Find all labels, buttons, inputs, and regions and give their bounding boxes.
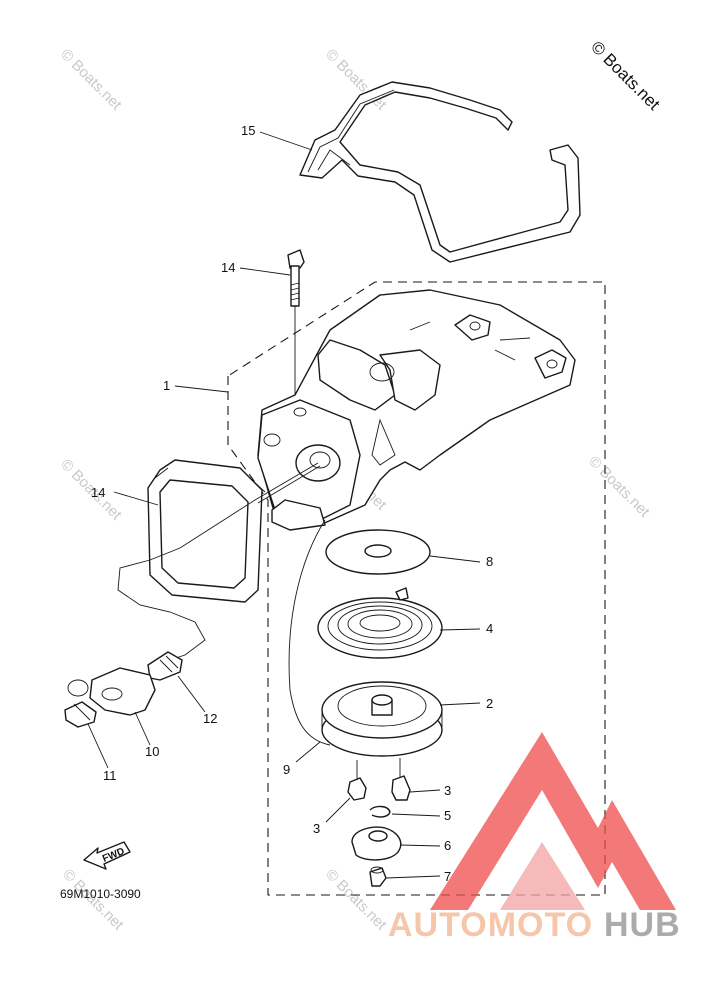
part-11-clip bbox=[64, 701, 97, 728]
assembly-group-outline bbox=[227, 281, 606, 896]
part-10-starter-handle bbox=[67, 667, 156, 716]
callout-15: 15 bbox=[241, 123, 255, 138]
callout-3-left: 3 bbox=[313, 821, 320, 836]
part-12-rope-guide bbox=[147, 651, 183, 681]
callout-4: 4 bbox=[486, 621, 493, 636]
callout-7: 7 bbox=[444, 869, 451, 884]
fwd-label: FWD bbox=[101, 846, 126, 865]
copyright-text: © Boats.net bbox=[587, 37, 664, 114]
part-1-starter-housing bbox=[257, 289, 576, 531]
fwd-arrow-icon: FWD bbox=[83, 841, 131, 870]
part-9-rope bbox=[288, 519, 331, 746]
part-15-cover-seal bbox=[299, 81, 581, 263]
callout-labels: 15 14 1 14 8 4 2 9 3 3 5 6 7 12 10 11 bbox=[91, 123, 493, 884]
callout-6: 6 bbox=[444, 838, 451, 853]
callout-9: 9 bbox=[283, 762, 290, 777]
diagram-code: 69M1010-3090 bbox=[60, 887, 141, 901]
callout-5: 5 bbox=[444, 808, 451, 823]
part-5-clip bbox=[369, 805, 391, 818]
callout-2: 2 bbox=[486, 696, 493, 711]
callout-14: 14 bbox=[91, 485, 105, 500]
part-14-seal bbox=[147, 459, 266, 603]
callout-10: 10 bbox=[145, 744, 159, 759]
callout-8: 8 bbox=[486, 554, 493, 569]
automotohub-logo: AUTOMOTO HUB bbox=[388, 732, 681, 944]
part-6-drive-plate bbox=[351, 826, 402, 861]
watermark: © Boats.net bbox=[585, 453, 653, 521]
part-13-bolt bbox=[287, 249, 305, 395]
brand-text-hub: HUB bbox=[604, 906, 681, 944]
brand-text-automoto: AUTOMOTO bbox=[388, 906, 593, 944]
part-3-pawl-right bbox=[391, 775, 411, 801]
callout-3-right: 3 bbox=[444, 783, 451, 798]
part-4-spiral-spring bbox=[317, 587, 443, 659]
logo-mark bbox=[430, 732, 676, 910]
part-8-plate bbox=[325, 529, 431, 575]
callout-13: 14 bbox=[221, 260, 235, 275]
leader-lines bbox=[87, 131, 481, 879]
watermark: © Boats.net bbox=[57, 46, 125, 114]
part-2-sheave-drum bbox=[321, 681, 443, 757]
callout-12: 12 bbox=[203, 711, 217, 726]
callout-11: 11 bbox=[103, 768, 117, 783]
part-3-pawl-left bbox=[347, 777, 367, 801]
starter-rope bbox=[117, 462, 319, 661]
callout-1: 1 bbox=[163, 378, 170, 393]
part-7-bolt bbox=[369, 866, 387, 887]
